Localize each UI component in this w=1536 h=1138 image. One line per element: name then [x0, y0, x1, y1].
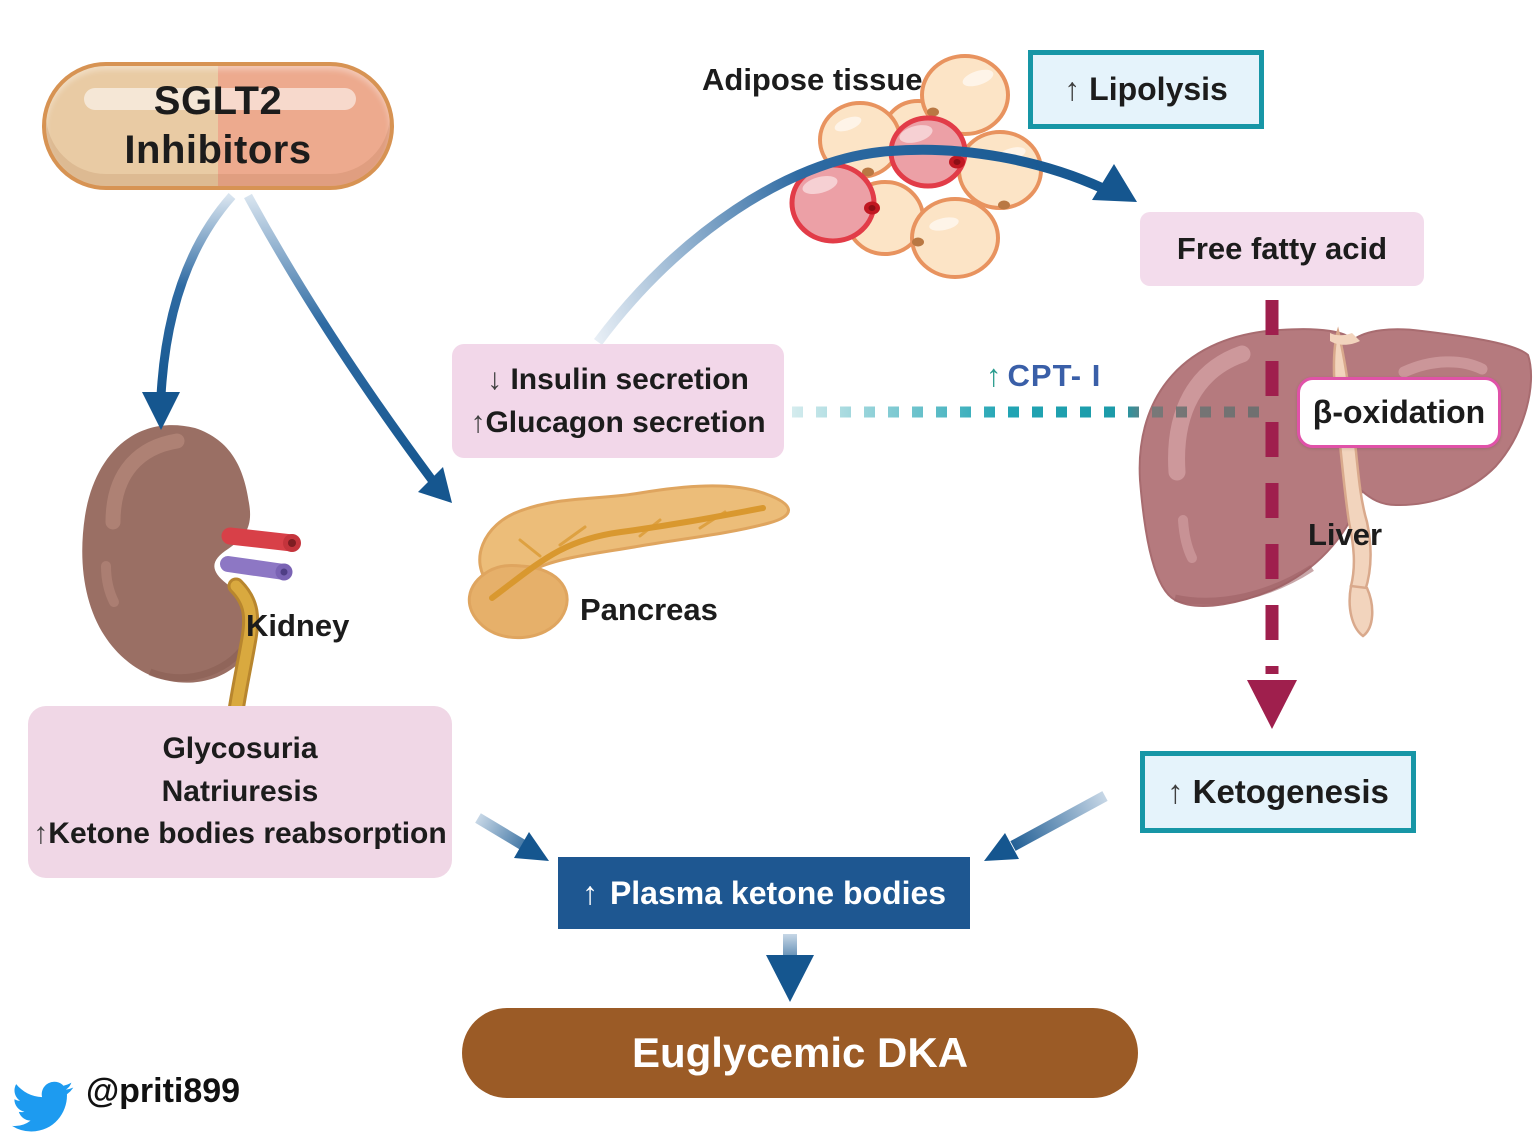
glycosuria-line: Glycosuria	[162, 731, 318, 765]
plasma-ketone-bodies-label: Plasma ketone bodies	[609, 874, 947, 911]
ketogenesis-label: Ketogenesis	[1192, 773, 1389, 810]
kidney-label: Kidney	[246, 608, 350, 643]
plasma-ketone-bodies-box: ↑ Plasma ketone bodies	[558, 857, 970, 929]
natriuresis-line: Natriuresis	[161, 774, 319, 808]
renal-artery	[221, 527, 301, 552]
fat-cell-nuclei	[862, 107, 1010, 247]
arrow-adipose-to-ffa	[593, 144, 1137, 345]
arrow-pill-to-kidney	[142, 193, 236, 430]
up-arrow-icon: ↑	[986, 358, 1002, 393]
pancreas-illustration	[467, 484, 790, 640]
free-fatty-acid-box: Free fatty acid	[1140, 212, 1424, 286]
ffa-to-ketogenesis-dashed-arrow	[1247, 300, 1297, 729]
ketone-reabsorption-line: ↑Ketone bodies reabsorption	[33, 813, 446, 856]
glucagon-line: ↑Glucagon secretion	[470, 401, 765, 445]
up-arrow-icon: ↑	[1064, 71, 1081, 107]
glucagon-secretion-text: Glucagon secretion	[485, 406, 766, 439]
euglycemic-dka-pill: Euglycemic DKA	[462, 1008, 1138, 1098]
ketone-reabsorption-text: Ketone bodies reabsorption	[48, 817, 447, 851]
insulin-glucagon-box: ↓ Insulin secretion ↑Glucagon secretion	[452, 344, 784, 458]
twitter-handle: @priti899	[86, 1072, 241, 1110]
arrow-pill-to-pancreas	[244, 193, 452, 503]
pill-highlight	[84, 88, 356, 110]
up-arrow-icon: ↑	[1167, 773, 1184, 810]
up-arrow-icon: ↑	[581, 874, 598, 911]
free-fatty-acid-label: Free fatty acid	[1176, 231, 1388, 266]
twitter-icon	[12, 1081, 74, 1132]
pancreas-label: Pancreas	[580, 592, 718, 627]
renal-vein	[220, 556, 293, 581]
pancreatic-duct	[489, 505, 766, 601]
arrow-plasma-to-dka	[766, 934, 814, 1002]
lipolysis-box: ↑ Lipolysis	[1028, 50, 1264, 129]
up-arrow-icon: ↑	[470, 406, 486, 439]
cpt1-label: ↑ CPT- I	[986, 358, 1101, 394]
up-arrow-icon: ↑	[33, 817, 49, 851]
insulin-secretion-text: Insulin secretion	[502, 362, 749, 396]
beta-oxidation-box: β-oxidation	[1297, 377, 1501, 448]
cpt1-text: CPT- I	[1007, 358, 1102, 393]
ketogenesis-box: ↑ Ketogenesis	[1140, 751, 1416, 833]
pill-title-line2: Inhibitors	[124, 128, 312, 172]
pill-title-line1: SGLT2	[153, 79, 283, 124]
arrow-glycosuria-to-plasma	[475, 813, 549, 861]
euglycemic-dka-label: Euglycemic DKA	[631, 1029, 969, 1076]
liver-illustration	[1138, 326, 1533, 638]
author-credit: @priti899	[12, 1072, 240, 1111]
glycosuria-box: Glycosuria Natriuresis ↑Ketone bodies re…	[28, 706, 452, 878]
lipolysis-label: Lipolysis	[1089, 71, 1228, 107]
liver-label: Liver	[1308, 517, 1383, 552]
beta-oxidation-label: β-oxidation	[1312, 394, 1486, 430]
arrow-ketogenesis-to-plasma	[984, 791, 1108, 861]
insulin-line: ↓ Insulin secretion	[487, 358, 749, 402]
adipose-tissue-label: Adipose tissue	[702, 62, 923, 97]
sglt2-inhibitors-pill: SGLT2 Inhibitors	[42, 62, 394, 190]
down-arrow-icon: ↓	[487, 362, 503, 396]
